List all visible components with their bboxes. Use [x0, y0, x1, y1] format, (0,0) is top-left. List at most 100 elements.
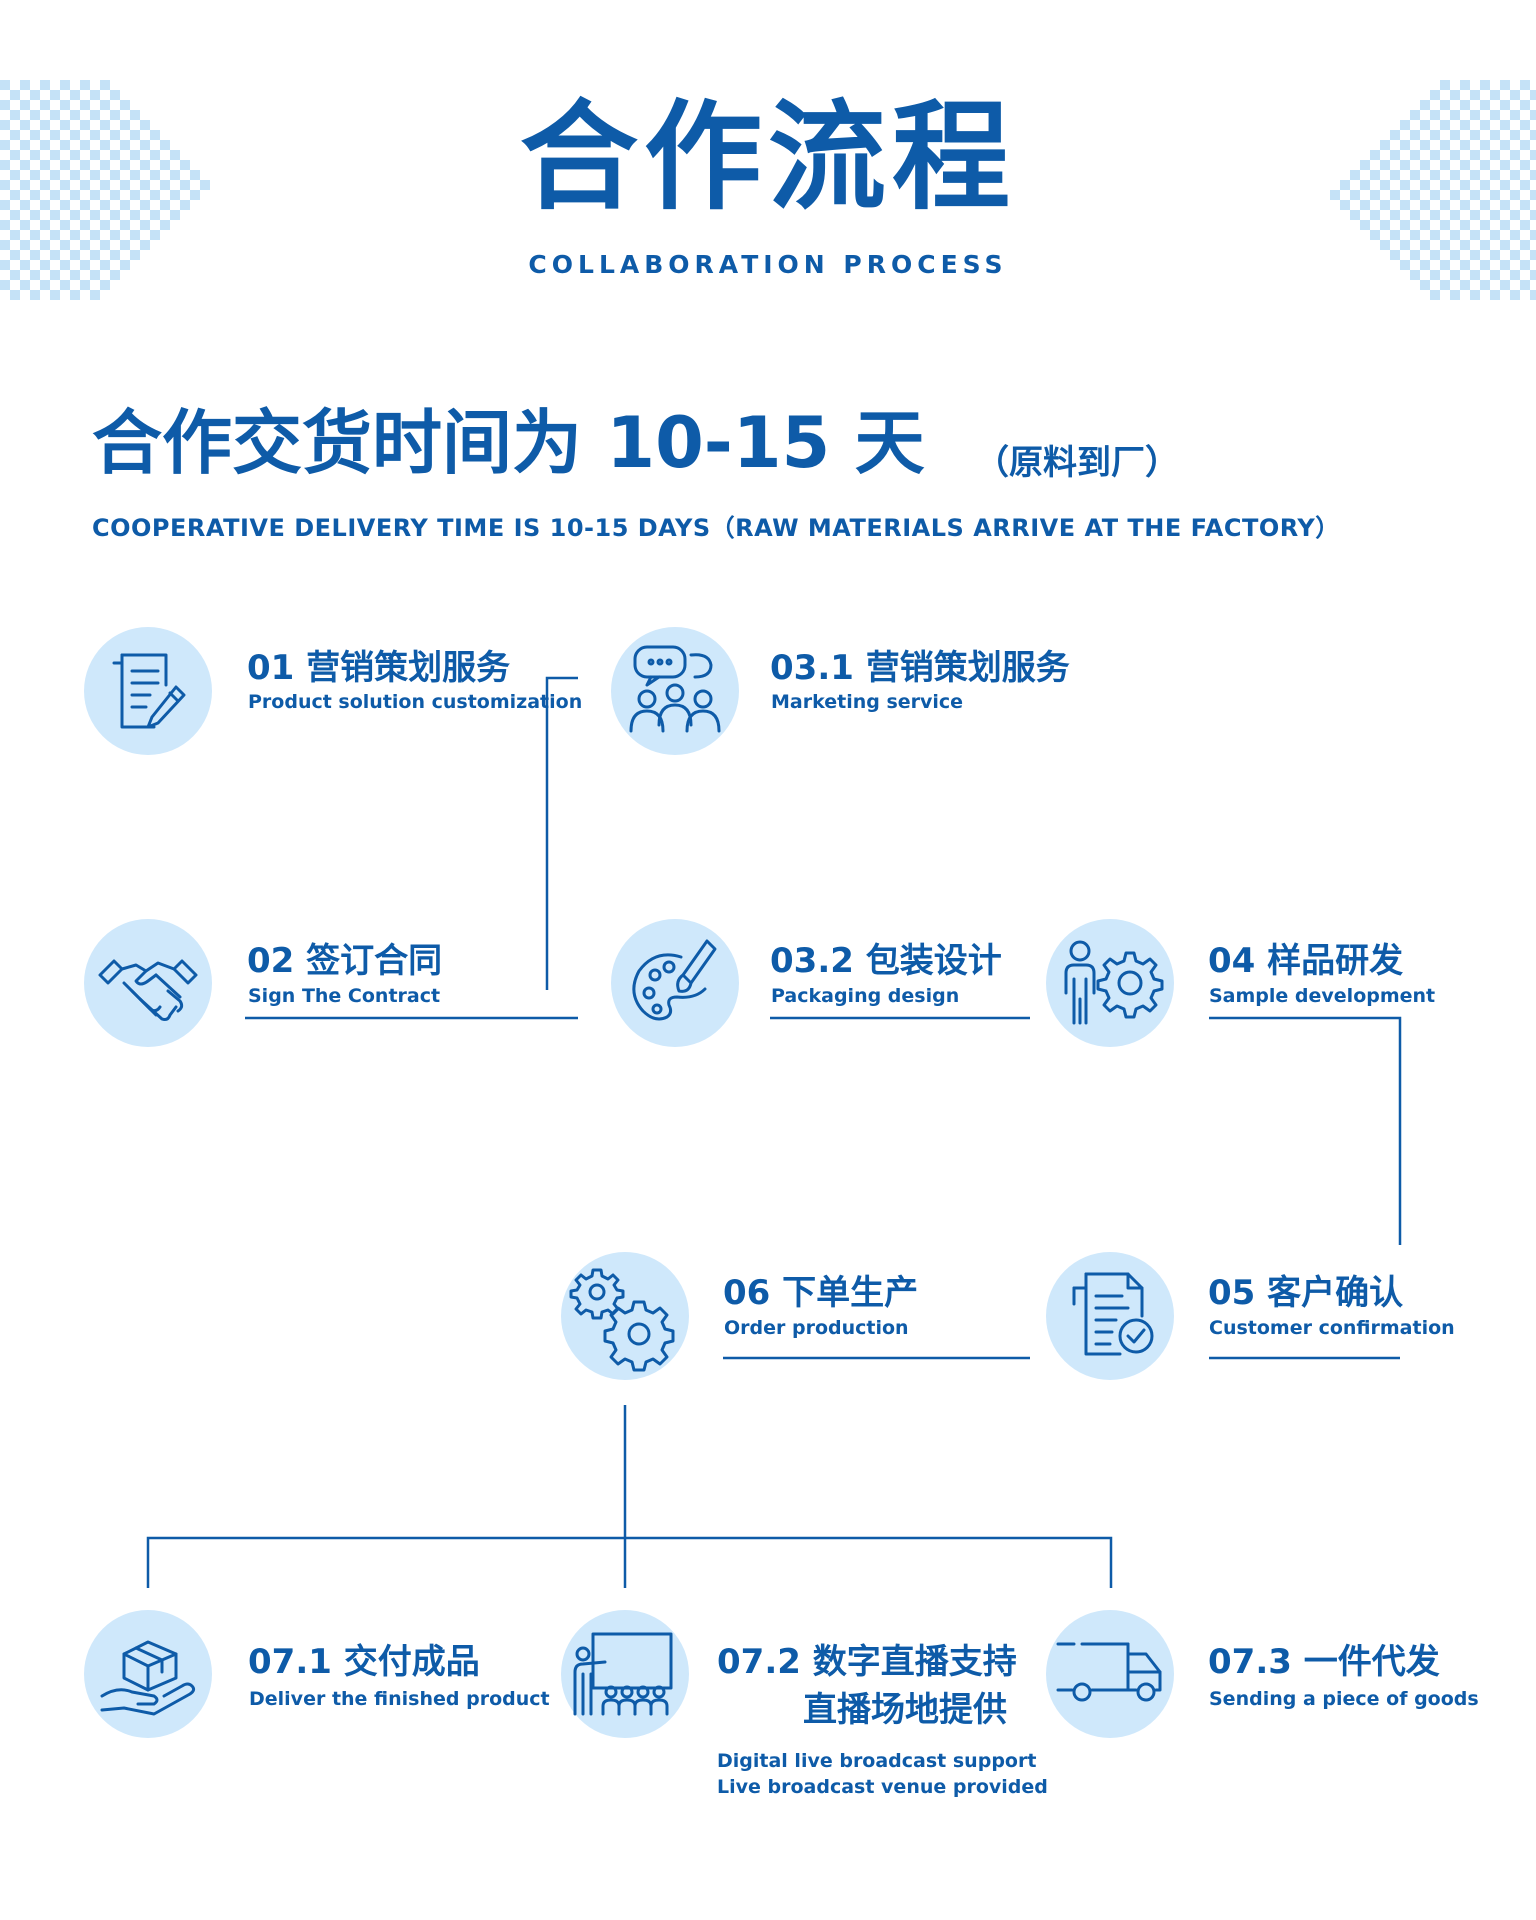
checker-square — [1390, 250, 1400, 260]
checker-square — [30, 210, 40, 220]
checker-square — [1530, 230, 1536, 240]
checker-square — [70, 270, 80, 280]
checker-square — [80, 200, 90, 210]
checker-square — [1390, 210, 1400, 220]
checker-square — [1450, 230, 1460, 240]
checker-square — [1440, 260, 1450, 270]
checker-square — [0, 100, 10, 110]
checker-square — [1520, 100, 1530, 110]
checker-square — [150, 230, 160, 240]
checker-square — [1410, 130, 1420, 140]
checker-square — [1460, 280, 1470, 290]
checker-square — [140, 180, 150, 190]
checker-square — [1460, 80, 1470, 90]
checker-square — [30, 190, 40, 200]
checker-square — [100, 200, 110, 210]
checker-square — [130, 150, 140, 160]
checker-square — [150, 150, 160, 160]
checker-pattern-right — [1330, 80, 1536, 300]
checker-square — [100, 180, 110, 190]
checker-square — [1400, 200, 1410, 210]
checker-square — [1430, 130, 1440, 140]
checker-square — [110, 210, 120, 220]
checker-square — [1460, 100, 1470, 110]
checker-square — [1380, 220, 1390, 230]
step-04-icon-circle — [1046, 919, 1174, 1047]
checker-square — [120, 180, 130, 190]
checker-square — [50, 170, 60, 180]
checker-square — [1420, 160, 1430, 170]
checker-square — [1430, 190, 1440, 200]
checker-square — [1400, 260, 1410, 270]
checker-square — [1440, 120, 1450, 130]
checker-square — [1460, 140, 1470, 150]
checker-square — [1500, 140, 1510, 150]
checker-square — [1500, 180, 1510, 190]
checker-square — [1420, 260, 1430, 270]
checker-square — [1510, 210, 1520, 220]
connector-01-02 — [545, 676, 578, 990]
checker-square — [10, 230, 20, 240]
checker-square — [60, 280, 70, 290]
checker-square — [120, 120, 130, 130]
checker-square — [50, 230, 60, 240]
checker-square — [0, 180, 10, 190]
checker-square — [60, 220, 70, 230]
checker-square — [130, 110, 140, 120]
checker-square — [70, 230, 80, 240]
checker-square — [1510, 270, 1520, 280]
step-02-subtitle: Sign The Contract — [248, 985, 441, 1007]
step-05-subtitle: Customer confirmation — [1209, 1317, 1455, 1339]
checker-square — [70, 130, 80, 140]
checker-square — [150, 130, 160, 140]
checker-square — [90, 150, 100, 160]
checker-square — [100, 140, 110, 150]
checker-square — [0, 240, 10, 250]
checker-square — [120, 100, 130, 110]
checker-square — [160, 220, 170, 230]
checker-square — [70, 210, 80, 220]
checker-square — [100, 220, 110, 230]
checker-square — [1490, 90, 1500, 100]
checker-square — [1400, 120, 1410, 130]
checker-square — [20, 80, 30, 90]
checker-square — [20, 220, 30, 230]
checker-square — [40, 220, 50, 230]
step-031-title: 03.1 营销策划服务 — [770, 648, 1070, 688]
checker-square — [1510, 170, 1520, 180]
checker-square — [80, 220, 90, 230]
checker-square — [140, 200, 150, 210]
checker-square — [1490, 110, 1500, 120]
checker-square — [40, 160, 50, 170]
checker-square — [1430, 290, 1440, 300]
checker-square — [1500, 280, 1510, 290]
checker-square — [1360, 200, 1370, 210]
checker-square — [150, 190, 160, 200]
checker-square — [0, 80, 10, 90]
checker-square — [160, 160, 170, 170]
checker-square — [130, 230, 140, 240]
checker-square — [1500, 120, 1510, 130]
checker-square — [1490, 130, 1500, 140]
checker-square — [1530, 170, 1536, 180]
checker-square — [0, 260, 10, 270]
checker-square — [140, 240, 150, 250]
checker-square — [40, 180, 50, 190]
checker-square — [1410, 250, 1420, 260]
checker-square — [1390, 150, 1400, 160]
checker-square — [1430, 110, 1440, 120]
checker-square — [1530, 90, 1536, 100]
checker-square — [1520, 120, 1530, 130]
checker-square — [90, 190, 100, 200]
checker-square — [1460, 160, 1470, 170]
checker-square — [50, 130, 60, 140]
checker-square — [60, 260, 70, 270]
step-072-icon-circle — [561, 1610, 689, 1738]
checker-square — [1490, 250, 1500, 260]
checker-square — [60, 200, 70, 210]
checker-square — [1480, 80, 1490, 90]
checker-square — [1510, 290, 1520, 300]
checker-square — [10, 290, 20, 300]
checker-square — [180, 200, 190, 210]
